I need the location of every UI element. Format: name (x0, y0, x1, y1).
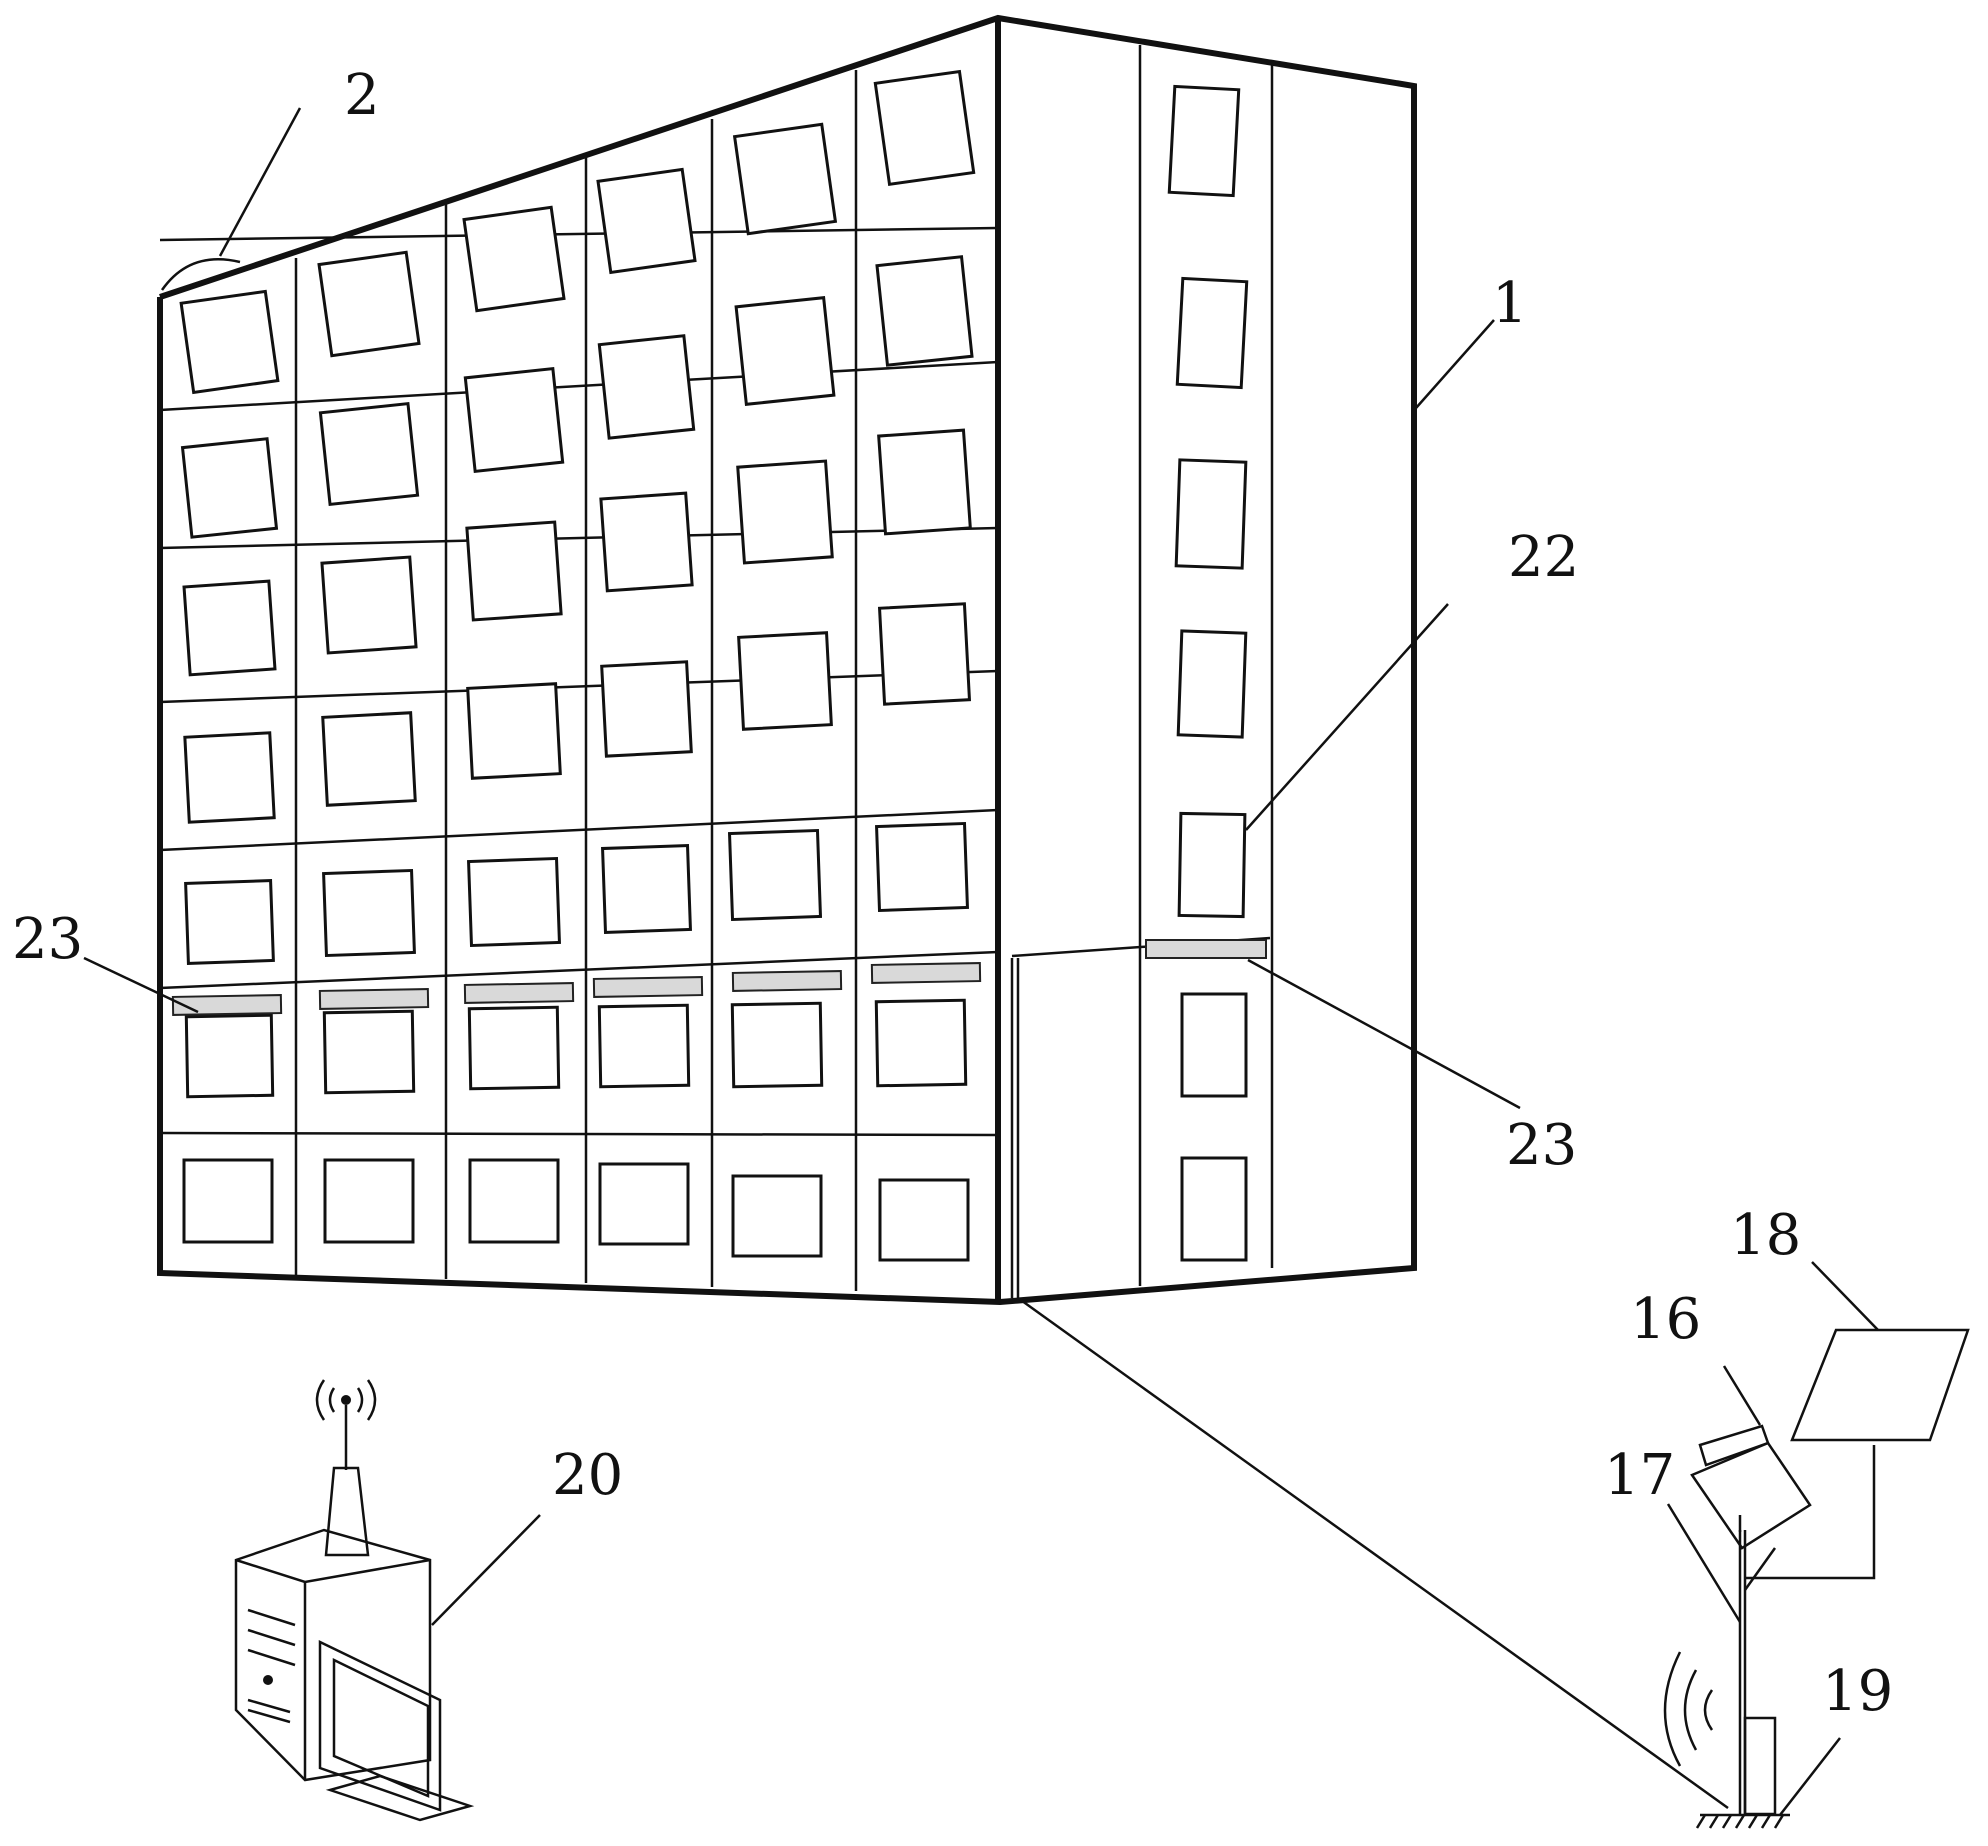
label-2: 2 (344, 63, 380, 128)
side-facade (1012, 45, 1272, 1298)
label-1: 1 (1492, 271, 1528, 336)
label-18: 18 (1730, 1203, 1801, 1268)
monitoring-pole (1018, 1298, 1968, 1828)
label-23-right: 23 (1506, 1113, 1577, 1178)
label-19: 19 (1822, 1659, 1893, 1724)
camera (1692, 1426, 1810, 1548)
server-computer (236, 1380, 470, 1820)
label-17: 17 (1604, 1443, 1675, 1508)
label-22: 22 (1508, 525, 1579, 590)
signal-arc-icon (1665, 1652, 1712, 1766)
side-panel-22 (1179, 813, 1245, 916)
label-20: 20 (552, 1443, 623, 1508)
label-16: 16 (1630, 1287, 1701, 1352)
building (160, 18, 1414, 1302)
label-23-left: 23 (12, 907, 83, 972)
